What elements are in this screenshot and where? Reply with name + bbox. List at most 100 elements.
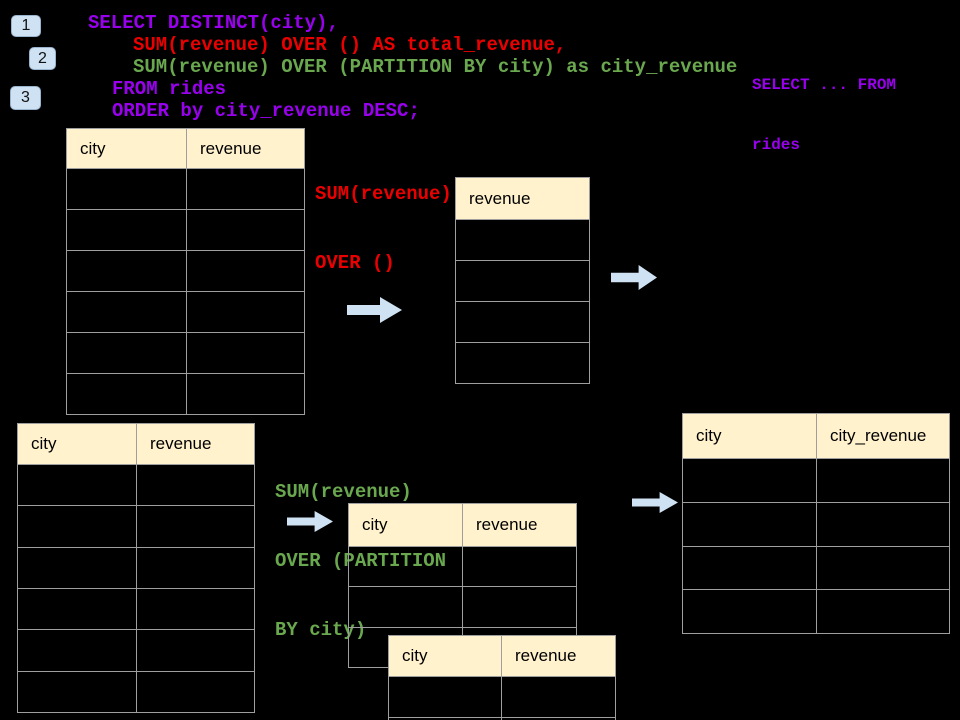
table-cell xyxy=(463,587,576,626)
table-cell xyxy=(187,292,304,332)
table-cell xyxy=(67,251,187,291)
column-header: city xyxy=(67,129,187,168)
table-cell xyxy=(18,465,137,506)
table-cell xyxy=(137,672,254,712)
table-row xyxy=(67,292,304,333)
table-cell xyxy=(683,459,817,502)
table-row xyxy=(349,587,576,628)
table-cell xyxy=(137,548,254,588)
right-arrow-icon xyxy=(611,265,657,290)
table-cell xyxy=(817,503,949,546)
table-cell xyxy=(18,588,137,630)
step-badge-3: 3 xyxy=(10,86,41,110)
table-rides-source-top: city revenue xyxy=(66,128,305,415)
table-header-row: city revenue xyxy=(67,129,304,169)
table-rides-source-bottom: city revenue xyxy=(17,423,255,713)
table-cell xyxy=(456,261,589,301)
table-cell xyxy=(349,587,463,627)
table-row xyxy=(18,671,254,712)
sql-line-select: SELECT DISTINCT(city), xyxy=(88,12,339,34)
table-cell xyxy=(456,343,589,383)
annotation-line: SUM(revenue) xyxy=(315,183,452,205)
column-header: city_revenue xyxy=(830,426,927,445)
table-cell xyxy=(67,169,187,209)
table-header-row: city revenue xyxy=(18,424,254,465)
table-cell xyxy=(683,590,817,633)
column-header: revenue xyxy=(200,138,262,158)
sql-line-sum-over-total: SUM(revenue) OVER () AS total_revenue, xyxy=(133,34,567,56)
table-row xyxy=(67,333,304,374)
table-row xyxy=(67,374,304,414)
annotation-line: SUM(revenue) xyxy=(275,481,412,503)
table-cell xyxy=(817,459,949,502)
table-cell xyxy=(67,374,187,414)
annotation-window-partition: SUM(revenue) OVER (PARTITION BY city) xyxy=(275,435,446,688)
table-cell xyxy=(18,547,137,588)
right-arrow-icon xyxy=(632,492,678,513)
table-row xyxy=(67,251,304,292)
table-total-revenue-result: revenue xyxy=(455,177,590,384)
table-cell xyxy=(137,589,254,629)
side-note-select-from-rides: SELECT ... FROM rides xyxy=(752,35,896,195)
table-row xyxy=(456,261,589,302)
table-row xyxy=(18,547,254,589)
table-row xyxy=(389,717,615,720)
annotation-window-total: SUM(revenue) OVER () xyxy=(315,137,452,321)
table-cell xyxy=(67,292,187,332)
table-header-row: revenue xyxy=(456,178,589,220)
table-partition-step: city revenue xyxy=(348,503,577,668)
table-row xyxy=(18,630,254,672)
annotation-line: OVER () xyxy=(315,252,395,274)
table-header-row: city city_revenue xyxy=(683,414,949,459)
table-row xyxy=(456,220,589,261)
table-cell xyxy=(137,630,254,670)
table-cell xyxy=(502,677,615,717)
table-cell xyxy=(137,465,254,505)
sql-line-from: FROM rides xyxy=(112,78,227,100)
table-row xyxy=(683,546,949,591)
table-row xyxy=(683,590,949,633)
step-badge-1: 1 xyxy=(11,15,41,37)
column-header: city xyxy=(389,636,502,676)
column-header: city xyxy=(18,424,137,464)
table-row xyxy=(18,465,254,507)
table-cell xyxy=(18,506,137,547)
column-header: revenue xyxy=(515,646,577,665)
table-cell xyxy=(683,502,817,546)
table-cell xyxy=(683,546,817,590)
table-cell xyxy=(67,210,187,250)
column-header: city xyxy=(349,504,463,546)
table-cell xyxy=(187,169,304,209)
table-row xyxy=(18,506,254,548)
table-cell xyxy=(187,374,304,414)
column-header: city xyxy=(683,414,817,458)
table-cell xyxy=(817,590,949,633)
table-row xyxy=(456,343,589,383)
side-note-line-2: rides xyxy=(752,136,801,154)
side-note-line-1: SELECT ... FROM xyxy=(752,76,897,94)
table-row xyxy=(683,459,949,503)
sql-line-order-by: ORDER by city_revenue DESC; xyxy=(112,100,420,122)
table-cell xyxy=(187,333,304,373)
sql-line-sum-over-partition: SUM(revenue) OVER (PARTITION BY city) as… xyxy=(133,56,738,78)
column-header: revenue xyxy=(150,434,212,453)
table-cell xyxy=(389,717,502,720)
table-cell xyxy=(187,251,304,291)
table-cell xyxy=(389,677,502,717)
table-cell xyxy=(817,547,949,590)
table-cell xyxy=(187,210,304,250)
annotation-line: BY city) xyxy=(275,619,367,641)
table-row xyxy=(67,210,304,251)
table-cell xyxy=(456,302,589,342)
table-cell xyxy=(349,547,463,587)
table-cell xyxy=(456,220,589,260)
table-row xyxy=(18,588,254,631)
table-header-row: city revenue xyxy=(389,636,615,677)
column-header: revenue xyxy=(469,188,531,208)
table-row xyxy=(67,169,304,210)
table-city-revenue-result: city city_revenue xyxy=(682,413,950,634)
table-row xyxy=(389,677,615,718)
step-badge-2: 2 xyxy=(29,47,56,70)
